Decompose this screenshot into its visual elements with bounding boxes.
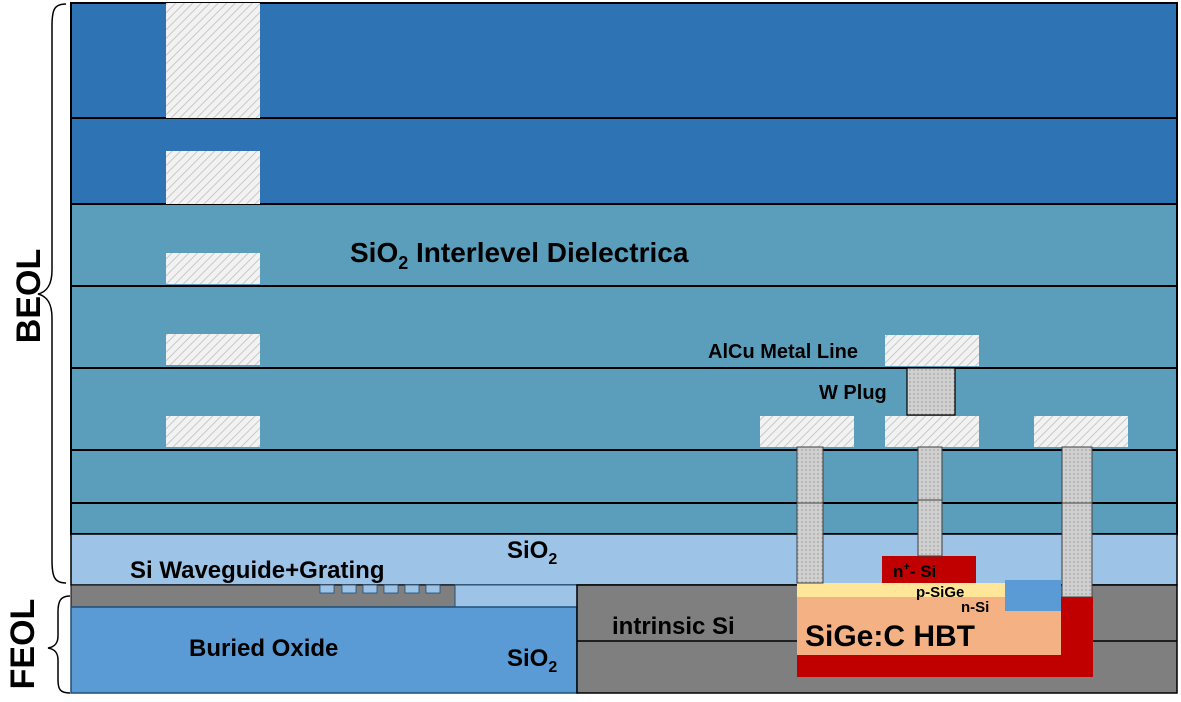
ild-label-rest: Interlevel Dielectrica [408,237,689,268]
sio2-upper-sub: 2 [548,551,557,568]
n-si-label: n-Si [961,599,989,616]
metal-line-left-3 [166,253,260,284]
metal-line-left-1 [166,3,260,118]
p-sige-layer [797,583,1005,597]
intrinsic-si-label: intrinsic Si [612,613,735,640]
w-plug-mid-lower [917,499,943,557]
buried-oxide-layer [70,606,578,694]
metal-line-right-1 [760,416,854,447]
sio2-contact-layer [70,533,1178,586]
metal-line-right-3 [1034,416,1128,447]
waveguide-label: Si Waveguide+Grating [130,557,385,584]
beol-layer-7 [70,502,1178,535]
beol-brace [37,3,67,584]
n-plus-si-emitter [882,556,976,583]
sio2-lower-main: SiO [507,645,548,672]
grating-tooth [383,584,399,594]
metal-line-right-2 [885,416,979,447]
w-plug-mid-upper [917,446,943,501]
feol-side-label: FEOL [4,598,42,690]
grating-tooth [425,584,441,594]
n-plus-b: - Si [910,562,936,581]
grating-tooth [404,584,420,594]
buried-oxide-label: Buried Oxide [189,635,338,662]
n-si-block [1005,580,1061,611]
w-plug-right-upper [1061,446,1093,504]
grating-teeth [319,584,441,594]
sio2-lower-label: SiO2 [507,645,557,676]
ild-label-main: SiO [350,237,398,268]
sio2-upper-main: SiO [507,537,548,564]
ild-label: SiO2 Interlevel Dielectrica [350,237,689,273]
w-plug-left-upper [796,446,824,504]
metal-line-left-2 [166,151,260,204]
alcu-label: AlCu Metal Line [708,341,858,363]
w-plug-top [906,367,956,416]
feol-brace [47,595,71,694]
beol-layer-6 [70,449,1178,504]
w-plug-right-lower [1061,502,1093,598]
w-plug-label: W Plug [819,382,887,404]
p-sige-label: p-SiGe [916,584,964,601]
sio2-lower-sub: 2 [548,659,557,676]
n-plus-sup: + [903,561,909,573]
n-plus-si-label: n+- Si [893,561,936,581]
sio2-upper-label: SiO2 [507,537,557,568]
metal-line-left-4 [166,334,260,365]
alcu-metal-line [885,335,979,366]
grating-tooth [319,584,335,594]
grating-tooth [341,584,357,594]
hbt-label: SiGe:C HBT [805,620,975,653]
metal-line-left-5 [166,416,260,447]
ild-label-sub: 2 [398,253,408,273]
grating-tooth [362,584,378,594]
beol-side-label: BEOL [10,248,48,344]
w-plug-left-lower [796,502,824,584]
sio2-fill-upper [454,584,578,608]
n-plus-a: n [893,562,903,581]
